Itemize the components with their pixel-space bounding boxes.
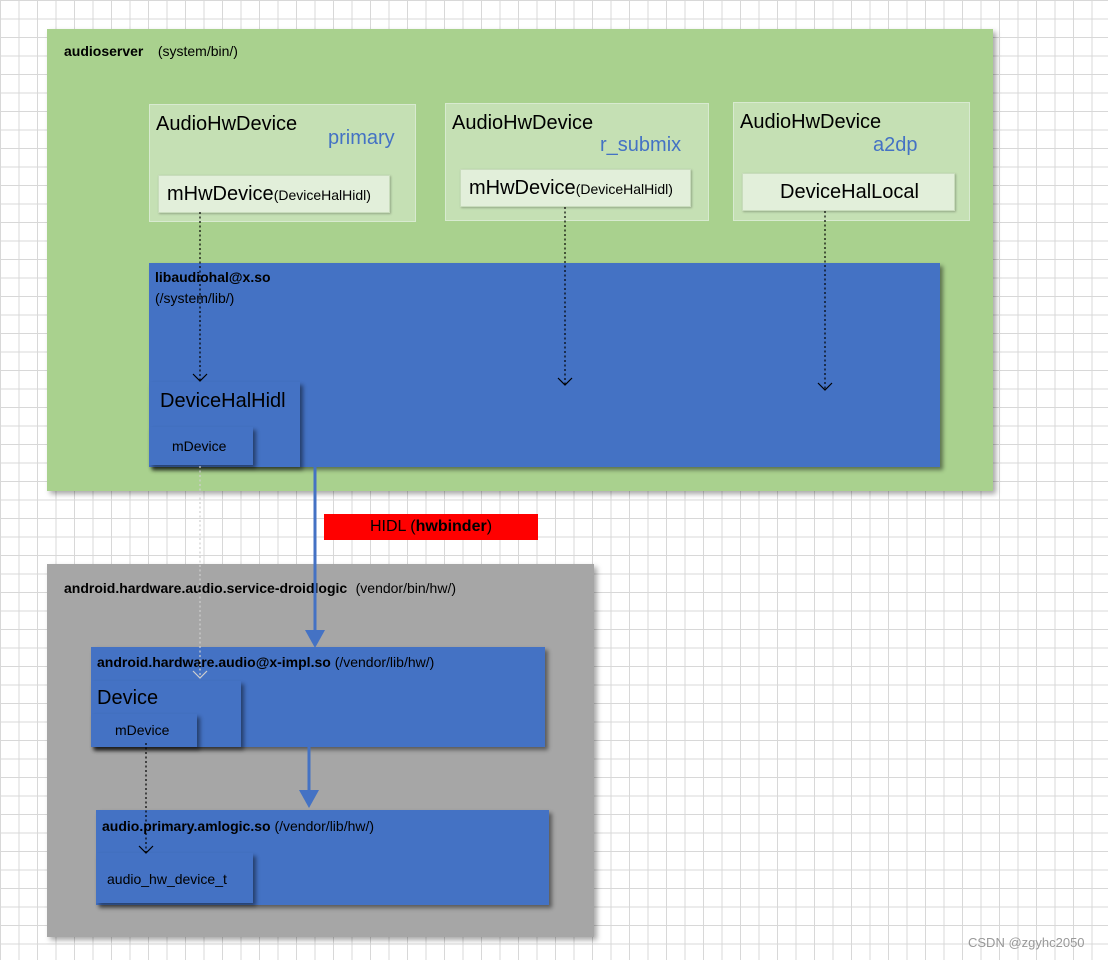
audiohwdevice-primary-title: AudioHwDevice	[156, 113, 298, 135]
audiohwdevice-r-submix-subtitle: r_submix	[600, 134, 682, 156]
vendor-service-name: android.hardware.audio.service-droidlogi…	[64, 580, 348, 596]
audiohwdevice-r-submix-title: AudioHwDevice	[452, 112, 594, 134]
vendor-service-path: (vendor/bin/hw/)	[355, 580, 457, 596]
amlogic-so-name: audio.primary.amlogic.so	[102, 818, 271, 834]
devicehalhidl-box: DeviceHalHidl	[149, 382, 300, 467]
audiohwdevice-a2dp-subtitle: a2dp	[873, 134, 918, 156]
impl-arrow-head	[299, 790, 319, 808]
mhwdevice-r-submix-label: mHwDevice	[469, 177, 576, 199]
vendor-service-title: android.hardware.audio.service-droidlogi…	[64, 580, 456, 598]
devicehalhidl-mdevice: mDevice	[149, 427, 253, 465]
hidl-prefix: HIDL (	[369, 518, 416, 535]
device-label: Device	[97, 687, 159, 709]
hidl-bold: hwbinder	[415, 518, 487, 535]
arrow-primary-head	[192, 373, 208, 382]
devicehalhidl-label: DeviceHalHidl	[160, 390, 286, 412]
audiohwdevice-r-submix: AudioHwDevice r_submix mHwDevice(DeviceH…	[445, 103, 709, 221]
amlogic-so-path: (/vendor/lib/hw/)	[274, 818, 375, 834]
mhwdevice-r-submix: mHwDevice(DeviceHalHidl)	[460, 169, 691, 207]
devicehalhidl-mdevice-label: mDevice	[172, 438, 227, 454]
arrow-device-head	[138, 845, 154, 854]
hidl-hwbinder-label: HIDL (hwbinder)	[324, 514, 538, 540]
hidl-suffix: )	[486, 518, 493, 535]
audioserver-path: (system/bin/)	[157, 43, 238, 59]
gray-dotted-head	[192, 670, 208, 679]
audioserver-name: audioserver	[64, 43, 144, 59]
devicehallocal-label: DeviceHalLocal	[780, 181, 919, 203]
impl-so-path: (/vendor/lib/hw/)	[334, 654, 435, 670]
mhwdevice-primary-label: mHwDevice	[167, 183, 274, 205]
audioserver-title: audioserver (system/bin/)	[64, 43, 238, 61]
audio-hw-device-t-box: audio_hw_device_t	[96, 853, 253, 903]
libaudiohal-path: (/system/lib/)	[155, 290, 235, 306]
devicehallocal-a2dp: DeviceHalLocal	[742, 173, 955, 211]
audiohwdevice-a2dp: AudioHwDevice a2dp DeviceHalLocal	[733, 102, 970, 221]
device-mdevice: mDevice	[91, 714, 197, 747]
audiohwdevice-primary-subtitle: primary	[328, 127, 395, 149]
audiohwdevice-a2dp-title: AudioHwDevice	[740, 111, 882, 133]
impl-so-name: android.hardware.audio@x-impl.so	[97, 654, 331, 670]
watermark: CSDN @zgyhc2050	[968, 935, 1085, 950]
device-mdevice-label: mDevice	[115, 722, 170, 738]
audio-hw-device-t-label: audio_hw_device_t	[107, 871, 227, 887]
mhwdevice-r-submix-type: (DeviceHalHidl)	[575, 181, 673, 197]
audiohwdevice-primary: AudioHwDevice primary mHwDevice(DeviceHa…	[149, 104, 416, 222]
hidl-arrow-head	[305, 630, 325, 648]
mhwdevice-primary: mHwDevice(DeviceHalHidl)	[158, 175, 390, 213]
libaudiohal-name: libaudiohal@x.so	[155, 269, 271, 285]
arrow-a2dp-head	[817, 382, 833, 391]
arrow-rsubmix-head	[557, 377, 573, 386]
mhwdevice-primary-type: (DeviceHalHidl)	[273, 187, 371, 203]
